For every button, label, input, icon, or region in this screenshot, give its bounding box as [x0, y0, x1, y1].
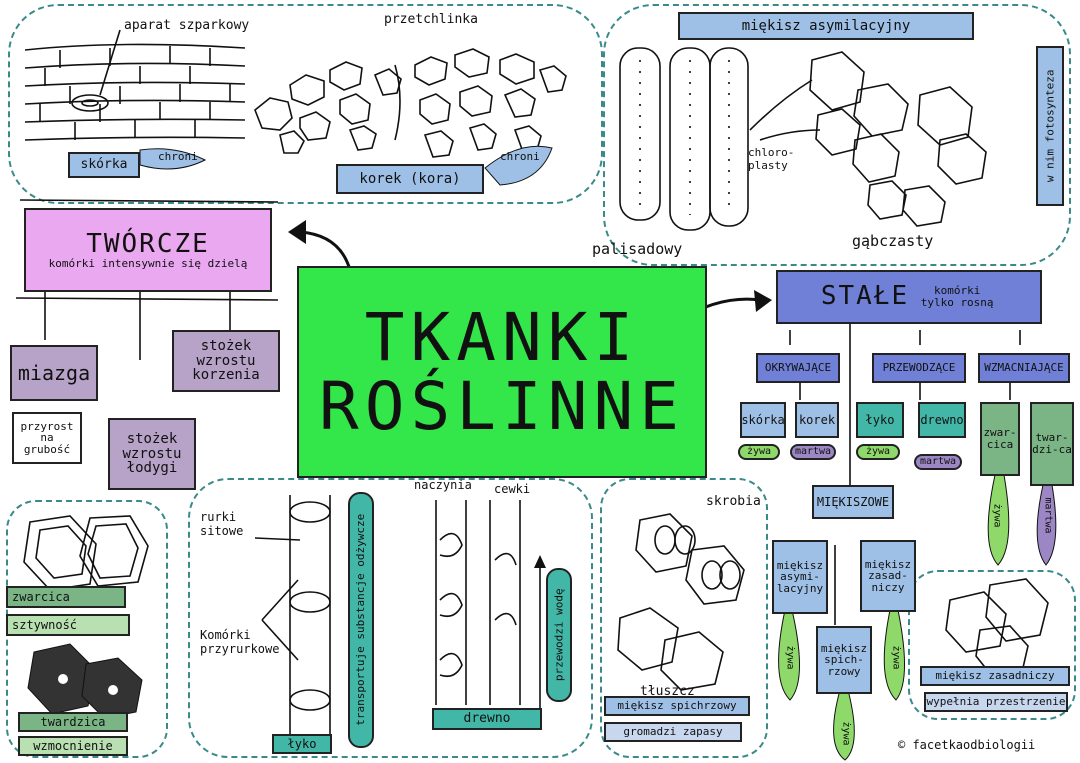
region-bottom-mid — [188, 478, 593, 758]
rurki-label: rurki sitowe — [200, 510, 244, 538]
stale-subtitle: komórki tylko rosną — [920, 284, 994, 309]
chroni-left: chroni — [158, 150, 198, 163]
credit-label: © facetkaodbiologii — [898, 738, 1036, 752]
miazga-box: miazga — [10, 345, 98, 401]
okryw-martwa: martwa — [790, 444, 836, 460]
aparat-label: aparat szparkowy — [124, 18, 250, 33]
miek-asym-box: miękisz asymi-lacyjny — [772, 540, 828, 614]
wzm-zywa: żywa — [991, 503, 1003, 528]
center-title-line2: ROŚLINNE — [319, 368, 685, 445]
drewno-box: drewno — [918, 402, 966, 438]
przewodzace-box: PRZEWODZĄCE — [872, 353, 966, 383]
center-title-box: TKANKI ROŚLINNE — [297, 266, 707, 478]
wypelnia-br: wypełnia przestrzenie — [924, 692, 1068, 712]
fotosynteza-box: w nim fotosynteza — [1036, 46, 1064, 206]
przewodzi-text: przewodzi wodę — [552, 588, 566, 682]
sztywnosc-bl: sztywność — [6, 614, 130, 636]
tworcze-title: TWÓRCZE — [86, 228, 210, 259]
komorki-label: Komórki przyrurkowe — [200, 628, 280, 656]
przew-martwa: martwa — [914, 454, 962, 470]
miek-zasad-box: miękisz zasad-niczy — [860, 540, 916, 612]
chroni-mid: chroni — [500, 150, 540, 163]
miekiszowe-box: MIĘKISZOWE — [812, 485, 894, 519]
zwarcica-box: zwar-cica — [980, 402, 1020, 476]
chloroplasty-label: chloro-plasty — [748, 146, 795, 172]
okryw-zywa: żywa — [738, 444, 780, 460]
wzm-martwa: martwa — [1042, 497, 1054, 534]
zasadniczy-br: miękisz zasadniczy — [920, 666, 1070, 686]
miek-zywa-1: żywa — [784, 645, 796, 670]
skrobia-label: skrobia — [706, 494, 761, 509]
wzmacniajace-box: WZMACNIAJĄCE — [978, 353, 1070, 383]
twardzica-box: twar-dzi-ca — [1030, 402, 1074, 486]
gromadzi-br: gromadzi zapasy — [604, 722, 742, 742]
zwarcica-bl: zwarcica — [6, 586, 126, 608]
skorka-top-box: skórka — [68, 152, 140, 178]
lyko-box: łyko — [856, 402, 904, 438]
twardzica-bl: twardzica — [18, 712, 128, 732]
przetchlinka-label: przetchlinka — [384, 12, 478, 27]
stozek-lodygi-box: stożek wzrostu łodygi — [108, 418, 196, 490]
skorka-box: skórka — [740, 402, 786, 438]
przyrost-box: przyrost na grubość — [12, 412, 82, 464]
wzmocnienie-bl: wzmocnienie — [18, 736, 128, 756]
cewki-label: cewki — [494, 482, 531, 496]
miek-zywa-3: żywa — [840, 721, 852, 746]
miekisz-asym-title: miękisz asymilacyjny — [678, 12, 974, 40]
stale-box: STAŁE komórki tylko rosną — [776, 270, 1042, 324]
miek-zywa-2: żywa — [890, 645, 902, 670]
region-top-right — [603, 4, 1071, 266]
przewodzi-bar: przewodzi wodę — [546, 568, 572, 702]
transport-bar: transportuje substancje odżywcze — [348, 492, 374, 748]
lyko-bm: łyko — [272, 734, 332, 754]
tworcze-subtitle: komórki intensywnie się dzielą — [48, 256, 248, 270]
fotosynteza-text: w nim fotosynteza — [1043, 69, 1057, 183]
transport-text: transportuje substancje odżywcze — [354, 514, 368, 726]
center-title-line1: TKANKI — [364, 298, 640, 376]
spichrzowy-br: miękisz spichrzowy — [604, 696, 750, 716]
korek-top-box: korek (kora) — [336, 164, 484, 194]
region-bottom-right-a — [600, 478, 768, 758]
tworcze-box: TWÓRCZE komórki intensywnie się dzielą — [24, 208, 272, 292]
palisadowy-label: palisadowy — [592, 240, 683, 258]
stozek-korzenia-box: stożek wzrostu korzenia — [172, 330, 280, 392]
tluszcz-label: tłuszcz — [640, 684, 695, 699]
przew-zywa: żywa — [856, 444, 900, 460]
miek-spich-box: miękisz spich-rzowy — [816, 626, 872, 694]
korek-box: korek — [795, 402, 839, 438]
region-top-left — [8, 4, 603, 204]
drewno-bm: drewno — [432, 708, 542, 730]
stale-title: STAŁE — [820, 281, 910, 312]
region-bottom-right-b — [908, 570, 1076, 720]
gabczasty-label: gąbczasty — [852, 232, 934, 250]
naczynia-label: naczynia — [414, 478, 472, 492]
okrywajace-box: OKRYWAJĄCE — [756, 353, 840, 383]
